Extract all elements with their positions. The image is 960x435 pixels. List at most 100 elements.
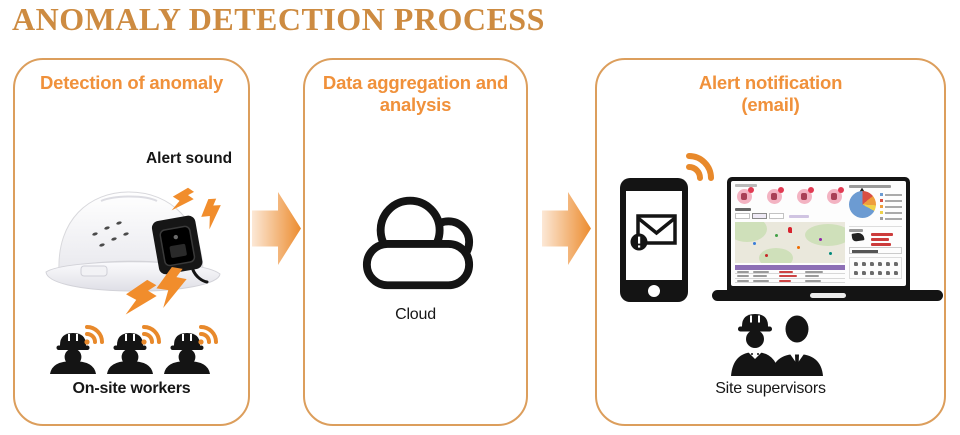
panel-detection-heading: Detection of anomaly (39, 72, 224, 93)
alert-sound-label: Alert sound (145, 150, 233, 167)
helmet-with-sensor-image (43, 170, 228, 320)
laptop-icon (727, 177, 910, 290)
map-alert-pin (788, 227, 792, 233)
pie-legend-item (880, 211, 904, 214)
status-glyph (771, 193, 777, 200)
panel-aggregation-heading-line1: Data aggregation and (322, 72, 509, 93)
pie-legend-item (880, 205, 904, 208)
envelope-alert-icon (630, 214, 677, 251)
pie-legend-item (880, 217, 904, 220)
map-marker (775, 234, 778, 237)
helmet-vents (92, 221, 129, 247)
dashboard-pie-chart (849, 191, 876, 218)
table-row (735, 279, 845, 283)
site-supervisors-icons (731, 312, 823, 376)
alert-animal-glyph (851, 232, 865, 242)
process-arrow-icon (542, 192, 591, 265)
table-row (735, 270, 845, 274)
cloud-icon (359, 190, 477, 292)
on-site-workers-icons (49, 324, 219, 374)
dashboard-alert-status-icon (827, 187, 844, 204)
sensor-device-icon (151, 215, 203, 275)
weather-icon (878, 271, 882, 275)
table-row (735, 274, 845, 279)
weather-icon (870, 271, 874, 275)
map-marker (753, 242, 756, 245)
site-supervisors-label: Site supervisors (715, 380, 826, 397)
status-glyph (831, 193, 837, 200)
weather-forecast-grid (849, 257, 902, 279)
table-header (735, 265, 845, 270)
panel-data-aggregation: Data aggregation and analysis Cloud (303, 58, 528, 426)
weather-icon (886, 262, 890, 266)
wifi-signal-icon (142, 325, 161, 344)
panel-alert-notification: Alert notification (email) (595, 58, 946, 426)
status-glyph (801, 193, 807, 200)
map-green-area (805, 224, 845, 246)
map-marker (829, 252, 832, 255)
worker-icon (107, 325, 161, 374)
helmet-icon (45, 184, 228, 320)
sensor-antenna (191, 268, 209, 284)
weather-icon (854, 271, 858, 275)
status-badge (778, 187, 784, 193)
weather-icon (894, 271, 898, 275)
alert-section-label (849, 229, 863, 232)
dashboard-map (735, 222, 845, 263)
dashboard-alert-status-icon (797, 187, 814, 204)
wifi-signal-icon (199, 325, 218, 344)
dashboard-tab-note (789, 215, 809, 218)
worker-icon (50, 325, 104, 374)
wifi-signal-icon (686, 153, 714, 181)
dashboard-tab (769, 213, 784, 219)
map-marker (819, 238, 822, 241)
dashboard-alert-table (735, 265, 845, 283)
pie-legend-item (880, 199, 904, 202)
pie-chart-title (849, 185, 891, 188)
weather-icon (886, 271, 890, 275)
supervisor-suit-icon (771, 315, 823, 376)
status-badge (838, 187, 844, 193)
dashboard-tab-selected (752, 213, 767, 219)
map-green-area (735, 222, 767, 242)
panel-notification-heading: Alert notification (email) (597, 72, 944, 116)
pie-legend-item (880, 193, 904, 196)
wifi-signal-icon (85, 325, 104, 344)
weather-icon (870, 262, 874, 266)
map-green-area (759, 248, 793, 263)
dashboard-alert-status-icon (737, 187, 754, 204)
dashboard-title-bar (735, 184, 757, 187)
weather-section-header (849, 247, 902, 254)
status-badge (748, 187, 754, 193)
weather-section-title-bar (852, 250, 878, 253)
dashboard-tab (735, 213, 750, 219)
smartphone-icon (620, 178, 688, 302)
alert-text-line (871, 243, 891, 246)
dashboard-section-label (735, 208, 751, 211)
weather-icon (878, 262, 882, 266)
worker-icon (164, 325, 218, 374)
panel-detection-of-anomaly: Detection of anomaly Alert sound (13, 58, 250, 426)
phone-screen (626, 191, 682, 280)
dashboard-screenshot (731, 181, 906, 286)
weather-icon (862, 262, 866, 266)
panel-aggregation-heading: Data aggregation and analysis (305, 72, 526, 116)
status-glyph (741, 193, 747, 200)
weather-icon (862, 271, 866, 275)
dashboard-alert-status-icon (767, 187, 784, 204)
map-marker (765, 254, 768, 257)
laptop-notch (809, 293, 846, 298)
alert-text-line (871, 233, 893, 236)
cloud-label: Cloud (395, 306, 436, 323)
panel-notification-heading-line1: Alert notification (698, 72, 843, 93)
phone-home-button (648, 285, 660, 297)
on-site-workers-label: On-site workers (72, 380, 191, 397)
map-marker (797, 246, 800, 249)
page-title: ANOMALY DETECTION PROCESS (12, 1, 545, 37)
weather-icon (854, 262, 858, 266)
process-arrow-icon (252, 192, 301, 265)
weather-icon (894, 262, 898, 266)
laptop-base (712, 290, 943, 301)
panel-notification-heading-line2: (email) (741, 94, 800, 115)
